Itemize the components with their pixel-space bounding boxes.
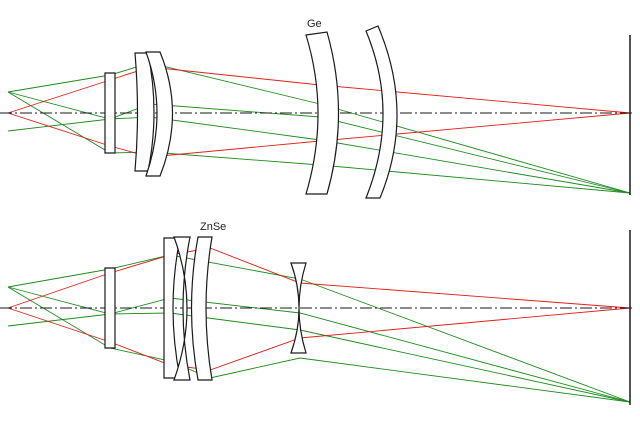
bottom-field-ray-cross	[7, 297, 631, 403]
top-germanium-lens	[305, 31, 340, 195]
bottom-axial-ray-upper	[7, 247, 631, 309]
bottom-znse-lens	[190, 236, 213, 381]
bottom-axial-rays	[7, 247, 631, 371]
bottom-optical-system: ZnSe	[0, 221, 632, 405]
bottom-lens-1	[163, 237, 181, 379]
top-optical-system: Ge	[0, 18, 632, 199]
germanium-label: Ge	[307, 18, 322, 30]
top-lens-2	[145, 51, 174, 177]
top-rear-meniscus-lens	[365, 25, 398, 199]
bottom-field-ray-lower	[7, 286, 631, 403]
bottom-window-element	[104, 267, 116, 349]
bottom-lens-2	[173, 236, 191, 381]
bottom-field-ray-chief	[7, 286, 631, 403]
bottom-field-ray-upper	[7, 254, 631, 403]
bottom-field-rays	[7, 254, 631, 403]
top-window-element	[104, 72, 116, 154]
bottom-axial-ray-lower	[7, 307, 631, 371]
bottom-negative-lens	[290, 262, 307, 354]
znse-label: ZnSe	[200, 221, 226, 233]
